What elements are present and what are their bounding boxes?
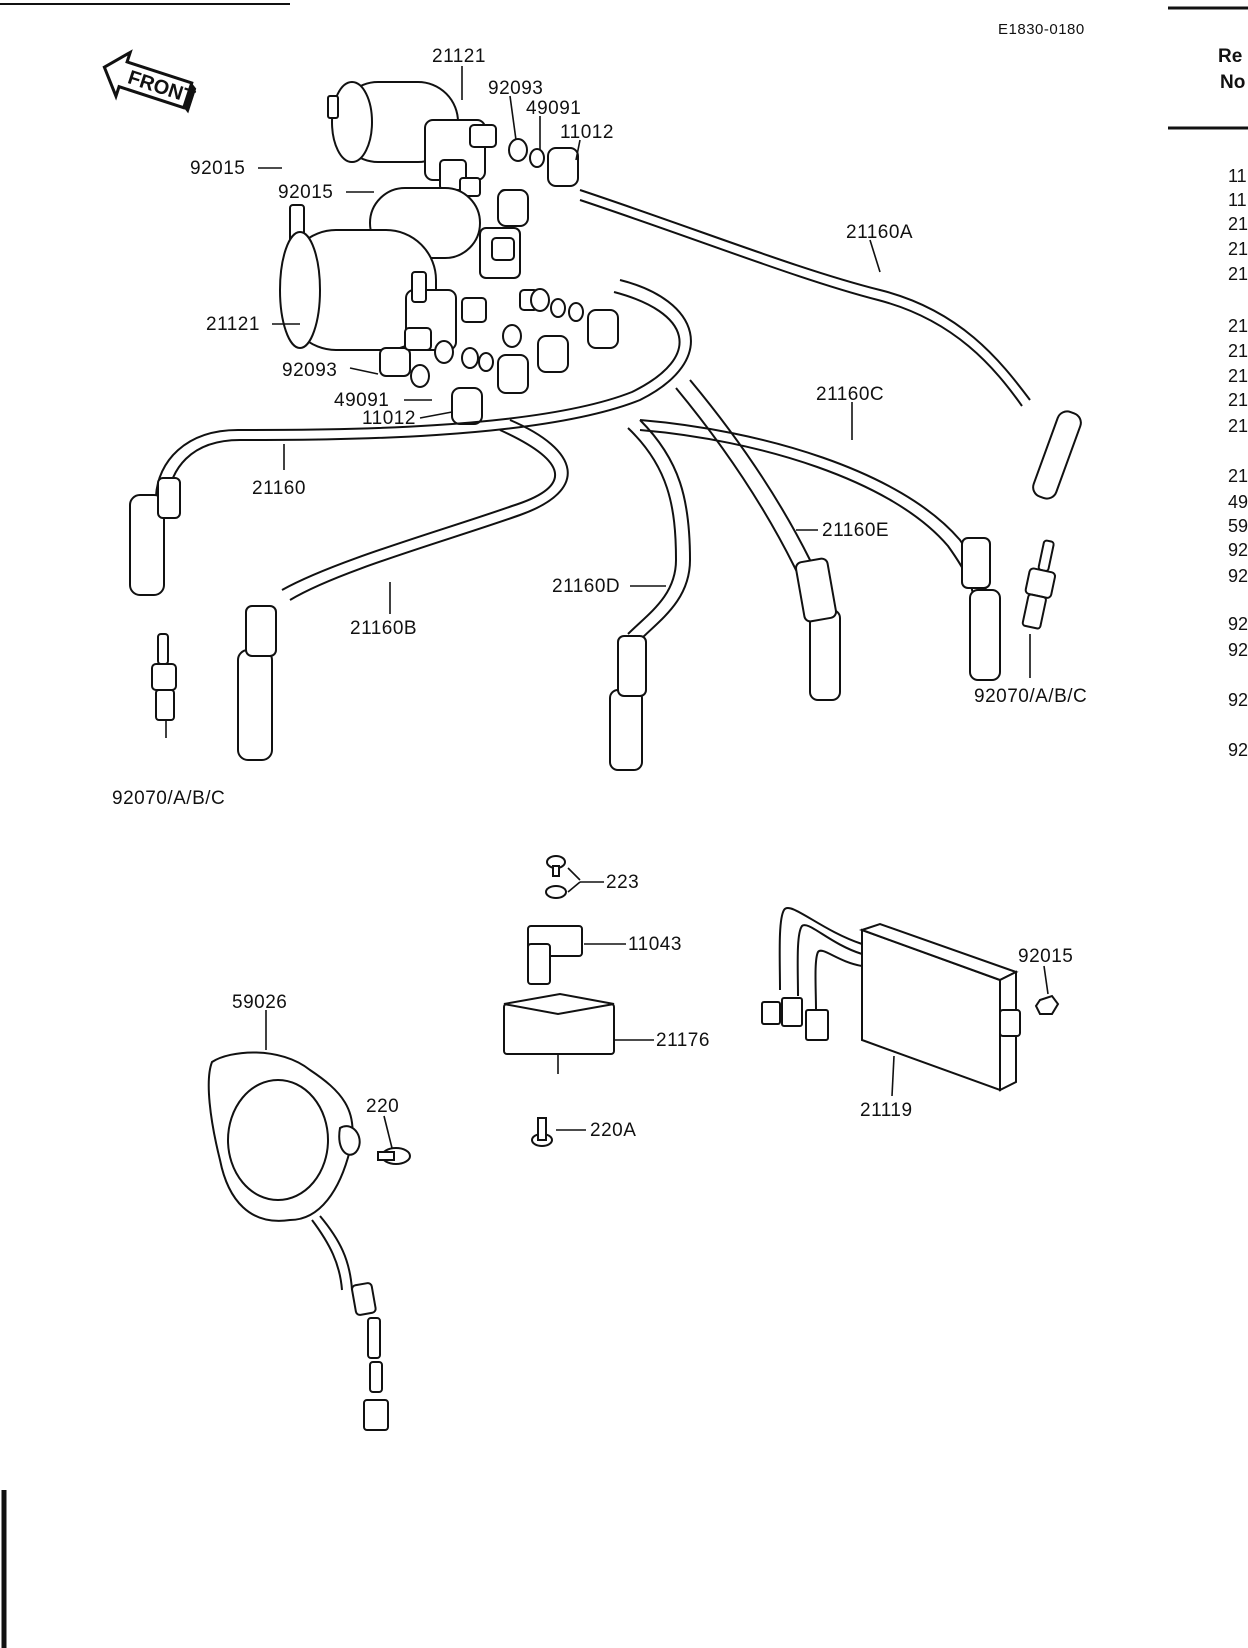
callout-regulator: 21119 bbox=[860, 1100, 913, 1121]
callout-coil-bottom: 21121 bbox=[206, 314, 260, 335]
right-list-item: 21 bbox=[1228, 390, 1248, 410]
right-list-item: 21 bbox=[1228, 214, 1248, 234]
callout-cap-nut-a: 92015 bbox=[190, 158, 245, 179]
labels-igniter: 223 11043 21176 220A bbox=[590, 872, 710, 1141]
right-list-item: 92 bbox=[1228, 566, 1248, 586]
spark-plug-left bbox=[151, 633, 177, 738]
callout-lead-d: 21160D bbox=[552, 576, 620, 597]
callout-bracket: 11043 bbox=[628, 934, 682, 955]
callout-cap-bottom: 11012 bbox=[362, 408, 416, 429]
callout-lead-b: 21160B bbox=[350, 618, 417, 639]
right-header-line2: No bbox=[1220, 72, 1245, 93]
leaders-upper bbox=[258, 66, 1031, 678]
lead-21160E bbox=[675, 379, 841, 701]
igniter-assembly bbox=[503, 855, 615, 1147]
callout-seal-top: 92093 bbox=[488, 78, 543, 99]
callout-screw-top: 223 bbox=[606, 872, 639, 893]
labels-pickup: 59026 220 bbox=[232, 992, 399, 1117]
callout-ring-top: 49091 bbox=[526, 98, 581, 119]
right-list-item: 92 bbox=[1228, 640, 1248, 660]
callout-screw-bottom: 220A bbox=[590, 1120, 636, 1141]
labels-regulator: 92015 21119 bbox=[860, 946, 1073, 1121]
spark-plug-right bbox=[1021, 539, 1057, 630]
callout-igniter: 21176 bbox=[656, 1030, 710, 1051]
seal-ring-cap-upper bbox=[497, 138, 619, 373]
lead-21160C bbox=[639, 419, 1001, 681]
right-header-line1: Re bbox=[1218, 46, 1242, 67]
lead-21160 bbox=[129, 279, 692, 596]
right-list-item: 92 bbox=[1228, 740, 1248, 760]
right-list-item: 92 bbox=[1228, 540, 1248, 560]
regulator bbox=[761, 907, 1060, 1092]
lead-21160A bbox=[579, 189, 1082, 500]
ignition-coil-upper bbox=[289, 81, 523, 279]
ignition-coil-lower bbox=[279, 229, 539, 377]
callout-lead-c: 21160C bbox=[816, 384, 884, 405]
leaders-igniter bbox=[556, 867, 654, 1131]
right-list-item: 21 bbox=[1228, 316, 1248, 336]
right-list-item: 21 bbox=[1228, 264, 1248, 284]
leaders-pickup bbox=[265, 1010, 393, 1149]
lead-21160B bbox=[237, 419, 569, 761]
right-list-item: 49 bbox=[1228, 492, 1248, 512]
right-list: 11 11 21 21 21 21 21 21 21 21 21 49 59 9… bbox=[1228, 166, 1248, 760]
lead-21160D bbox=[609, 419, 692, 771]
diagram-code: E1830-0180 bbox=[998, 21, 1085, 38]
callout-pickup: 59026 bbox=[232, 992, 287, 1013]
pickup-coil bbox=[207, 1051, 411, 1431]
callout-seal-bottom: 92093 bbox=[282, 360, 337, 381]
callout-plug-right: 92070/A/B/C bbox=[974, 686, 1087, 707]
labels-upper: 21121 92093 49091 11012 92015 92015 2116… bbox=[112, 46, 1087, 809]
callout-nut-regulator: 92015 bbox=[1018, 946, 1073, 967]
callout-coil-top: 21121 bbox=[432, 46, 486, 67]
callout-ring-bottom: 49091 bbox=[334, 390, 389, 411]
right-list-item: 21 bbox=[1228, 366, 1248, 386]
right-list-item: 21 bbox=[1228, 466, 1248, 486]
callout-lead-a: 21160A bbox=[846, 222, 913, 243]
callout-plug-left: 92070/A/B/C bbox=[112, 788, 225, 809]
callout-lead-e: 21160E bbox=[822, 520, 889, 541]
right-list-item: 21 bbox=[1228, 416, 1248, 436]
callout-cap-top: 11012 bbox=[560, 122, 614, 143]
right-list-item: 11 bbox=[1228, 166, 1247, 186]
callout-screw-pickup: 220 bbox=[366, 1096, 399, 1117]
right-list-item: 21 bbox=[1228, 239, 1248, 259]
right-list-item: 92 bbox=[1228, 690, 1248, 710]
callout-lead-main: 21160 bbox=[252, 478, 306, 499]
front-arrow: FRONT bbox=[102, 49, 197, 114]
right-list-item: 11 bbox=[1228, 190, 1247, 210]
leaders-regulator bbox=[891, 965, 1049, 1097]
front-arrow-shadow bbox=[183, 82, 197, 114]
right-list-item: 92 bbox=[1228, 614, 1248, 634]
right-list-item: 59 bbox=[1228, 516, 1248, 536]
callout-cap-nut-b: 92015 bbox=[278, 182, 333, 203]
seal-ring-cap-lower bbox=[410, 340, 529, 425]
right-list-item: 21 bbox=[1228, 341, 1248, 361]
